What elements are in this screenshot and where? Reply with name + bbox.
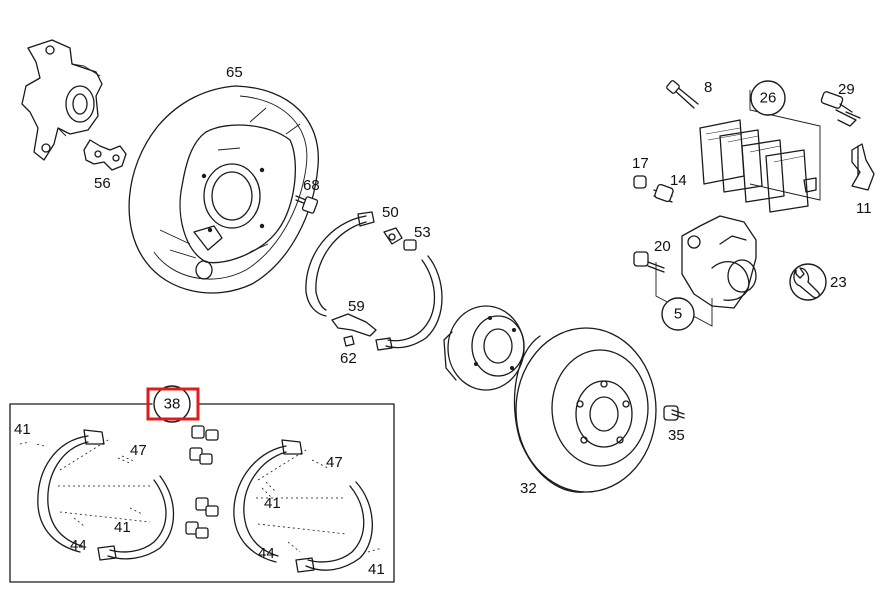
- part-label-41-c: 41: [264, 495, 281, 512]
- part-label-65: 65: [226, 64, 243, 81]
- part-label-47-a: 47: [130, 442, 147, 459]
- part-label-38[interactable]: 38: [164, 396, 181, 413]
- highlight-box-38[interactable]: [146, 387, 200, 421]
- part-label-41-b: 41: [114, 519, 131, 536]
- bracket: [83, 139, 127, 171]
- wrench-symbol: [789, 263, 827, 301]
- steering-knuckle: [21, 39, 103, 161]
- part-labels: 65 56 68 50 53 59 62 8 29 17 14 11 20 23…: [14, 64, 872, 578]
- part-label-41-d: 41: [368, 561, 385, 578]
- guide-pin: [666, 80, 699, 109]
- part-label-47-b: 47: [326, 454, 343, 471]
- part-label-50: 50: [382, 204, 399, 221]
- part-label-11: 11: [856, 200, 872, 217]
- circle-26: [750, 80, 786, 116]
- circle-38: [153, 385, 191, 423]
- part-label-23: 23: [830, 274, 847, 291]
- part-label-41-a: 41: [14, 421, 31, 438]
- bolt-68: [295, 195, 319, 214]
- shoe-kit-box: [9, 403, 395, 583]
- leader-lines: [159, 108, 769, 404]
- circle-5: [661, 297, 695, 331]
- part-label-35: 35: [668, 427, 685, 444]
- part-label-53: 53: [414, 224, 431, 241]
- bleeder-cap: [633, 175, 674, 203]
- part-label-14: 14: [670, 172, 687, 189]
- bolt-35: [663, 405, 685, 421]
- backing-plate: [128, 85, 319, 294]
- part-label-44-a: 44: [70, 537, 87, 554]
- part-label-59: 59: [348, 298, 365, 315]
- brake-pads: [699, 90, 821, 213]
- part-label-56: 56: [94, 175, 111, 192]
- part-label-68: 68: [303, 177, 320, 194]
- part-label-62: 62: [340, 350, 357, 367]
- part-label-29: 29: [838, 81, 855, 98]
- parking-brake-shoes: [305, 211, 443, 351]
- part-label-5: 5: [674, 306, 682, 323]
- wheel-hub: [443, 305, 525, 391]
- circled-labels: 26 5 38: [146, 80, 786, 423]
- part-label-44-b: 44: [258, 545, 275, 562]
- part-label-17: 17: [632, 155, 649, 172]
- brake-disc: [513, 327, 657, 493]
- part-label-32: 32: [520, 480, 537, 497]
- bolt-20: [633, 251, 665, 273]
- part-label-8: 8: [704, 79, 712, 96]
- wear-sensor: [820, 91, 861, 127]
- part-label-26: 26: [760, 90, 777, 107]
- spring-clip: [851, 143, 875, 191]
- part-label-20: 20: [654, 238, 671, 255]
